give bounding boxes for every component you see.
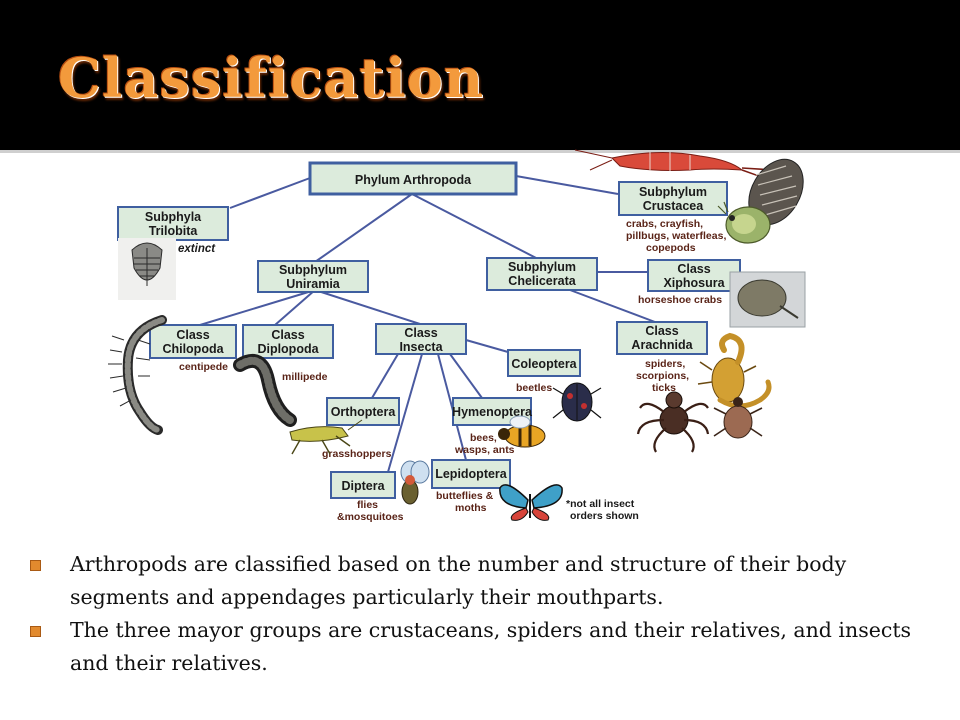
bullet-list: Arthropods are classified based on the n… [30, 548, 945, 680]
node-label: Lepidoptera [435, 467, 508, 481]
node-phylum-arthropoda: Phylum Arthropoda [308, 161, 518, 196]
bullet-item: The three mayor groups are crustaceans, … [30, 614, 945, 680]
node-note: &mosquitoes [337, 511, 404, 523]
node-note: scorpions, [636, 370, 689, 382]
bullet-marker-icon [30, 626, 41, 637]
grasshopper-illustration [289, 419, 363, 455]
node-subphylum-uniramia: Subphylum Uniramia [257, 260, 369, 293]
node-label: Class [645, 324, 678, 338]
node-note: butteflies & [436, 490, 494, 502]
bullet-item: Arthropods are classified based on the n… [30, 548, 945, 614]
node-label: Chilopoda [162, 342, 224, 356]
node-note: copepods [646, 242, 696, 254]
node-note: pillbugs, waterfleas, [626, 230, 726, 242]
node-label: Uniramia [286, 277, 341, 291]
node-note: spiders, [645, 358, 685, 370]
title-bar: Classification [0, 0, 960, 153]
node-label: Diplopoda [257, 342, 319, 356]
connector-lines [199, 175, 656, 473]
slide-title: Classification [58, 46, 485, 110]
title-rule [0, 150, 960, 153]
node-note: bees, [470, 432, 497, 444]
node-order-orthoptera: Orthoptera grasshoppers [322, 397, 400, 460]
node-class-arachnida: Class Arachnida spiders, scorpions, tick… [616, 321, 708, 394]
node-label: Chelicerata [508, 274, 576, 288]
bullet-text: Arthropods are classified based on the n… [70, 552, 847, 609]
node-note: horseshoe crabs [638, 294, 722, 306]
scorpion-illustration [697, 332, 772, 409]
node-subphylum-chelicerata: Subphylum Chelicerata [486, 257, 598, 291]
node-label: Xiphosura [663, 276, 725, 290]
node-note: beetles [516, 382, 552, 394]
node-label: Hymenoptera [452, 405, 533, 419]
node-label: Class [271, 328, 304, 342]
node-class-chilopoda: Class Chilopoda centipede [149, 324, 237, 373]
horseshoe-crab-illustration [729, 271, 806, 328]
node-label: Subphyla [145, 210, 202, 224]
node-label: Class [677, 262, 710, 276]
node-note: crabs, crayfish, [626, 218, 703, 230]
node-class-diplopoda: Class Diplopoda millipede [242, 324, 334, 383]
node-label: Insecta [399, 340, 443, 354]
node-label: Subphylum [279, 263, 347, 277]
node-label: Subphylum [639, 185, 707, 199]
arthropod-classification-diagram: .bx { fill:#dcebdc; stroke:#3f5fa0; stro… [108, 149, 806, 523]
shrimp-illustration [574, 149, 775, 181]
tick-illustration [713, 397, 763, 439]
node-order-hymenoptera: Hymenoptera bees, wasps, ants [452, 397, 533, 456]
node-note: wasps, ants [454, 444, 515, 456]
bullet-text: The three mayor groups are crustaceans, … [70, 618, 912, 675]
millipede-illustration [233, 354, 297, 427]
beetle-illustration [552, 382, 602, 422]
node-note: centipede [179, 361, 228, 373]
diagram-footnote: orders shown [570, 510, 639, 522]
node-label: Class [404, 326, 437, 340]
node-label: Trilobita [149, 224, 199, 238]
node-label: Phylum Arthropoda [355, 173, 472, 187]
node-class-xiphosura: Class Xiphosura horseshoe crabs [638, 259, 741, 306]
node-label: Orthoptera [331, 405, 397, 419]
node-note: millipede [282, 371, 328, 383]
node-label: Diptera [341, 479, 385, 493]
node-label: Subphylum [508, 260, 576, 274]
spider-illustration [636, 391, 710, 453]
node-note: moths [455, 502, 487, 514]
node-note: ticks [652, 382, 676, 394]
node-label: Class [176, 328, 209, 342]
diagram-footnote: *not all insect [566, 498, 635, 510]
bee-illustration [498, 415, 546, 448]
node-order-lepidoptera: Lepidoptera butteflies & moths [431, 459, 511, 514]
node-note: grasshoppers [322, 448, 392, 460]
centipede-illustration [108, 315, 167, 435]
bullet-marker-icon [30, 560, 41, 571]
node-order-coleoptera: Coleoptera beetles [507, 349, 581, 394]
waterflea-illustration [717, 201, 771, 244]
node-label: Arachnida [631, 338, 693, 352]
node-class-insecta: Class Insecta [375, 323, 467, 355]
node-note: extinct [178, 243, 216, 255]
node-order-diptera: Diptera flies &mosquitoes [330, 471, 404, 523]
trilobite-illustration [118, 238, 176, 300]
node-label: Coleoptera [511, 357, 577, 371]
fly-illustration [400, 460, 430, 505]
node-label: Crustacea [643, 199, 704, 213]
butterfly-illustration [499, 484, 563, 521]
node-subphylum-crustacea: Subphylum Crustacea crabs, crayfish, pil… [618, 181, 728, 254]
node-note: flies [357, 499, 378, 511]
